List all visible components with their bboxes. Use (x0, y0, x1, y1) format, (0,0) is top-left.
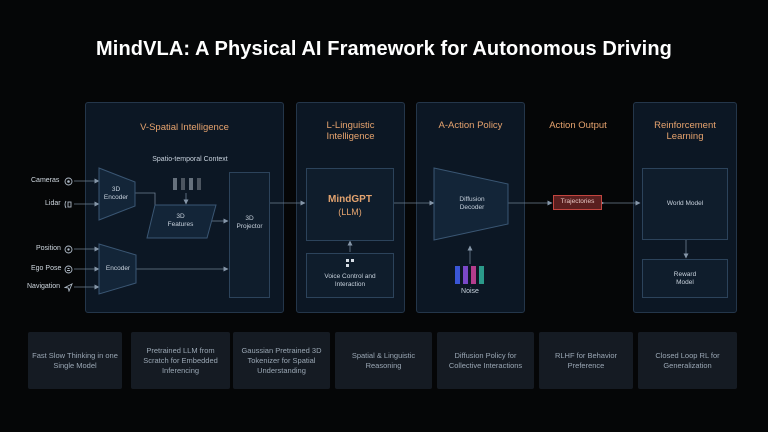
feature-card-2: Pretrained LLM from Scratch for Embedded… (131, 332, 230, 389)
location-pin-icon (64, 245, 73, 254)
noise-bar-1 (455, 266, 460, 284)
noise-label: Noise (461, 288, 479, 295)
input-navigation-label: Navigation (27, 283, 61, 290)
voice-control-icon (346, 259, 354, 267)
3d-features-label: 3D Features (167, 213, 194, 228)
reward-model-label: Reward Model (673, 271, 697, 286)
voice-control-box (306, 253, 394, 298)
feature-card-6: RLHF for Behavior Preference (539, 332, 633, 389)
camera-icon (64, 177, 73, 186)
encoder-shape (98, 243, 137, 295)
page-title: MindVLA: A Physical AI Framework for Aut… (96, 38, 672, 60)
l-linguistic-header: L-Linguistic Intelligence (326, 120, 375, 142)
rl-header: Reinforcement Learning (654, 120, 716, 142)
3d-projector-label: 3D Projector (236, 215, 263, 230)
3d-projector (229, 172, 270, 298)
noise-bar-3 (471, 266, 476, 284)
diffusion-decoder-shape (433, 167, 509, 241)
input-lidar-label: Lidar (45, 200, 61, 207)
noise-bars (455, 266, 485, 284)
trajectories-box (553, 195, 602, 210)
mindgpt-label: MindGPT (328, 194, 372, 205)
feature-card-1: Fast Slow Thinking in one Single Model (28, 332, 122, 389)
3d-encoder-label: 3D Encoder (103, 186, 129, 201)
llm-label: (LLM) (338, 207, 362, 217)
feature-card-4: Spatial & Linguistic Reasoning (335, 332, 432, 389)
reward-model-box (642, 259, 728, 298)
input-cameras-label: Cameras (31, 177, 60, 184)
car-icon (64, 265, 73, 274)
lidar-icon (64, 200, 72, 209)
encoder-label: Encoder (105, 265, 131, 272)
world-model-box (642, 168, 728, 240)
spatio-temporal-context-label: Spatio-temporal Context (152, 156, 228, 163)
feature-card-5: Diffusion Policy for Collective Interact… (437, 332, 534, 389)
spatio-temporal-bars (173, 176, 203, 192)
input-ego-pose-label: Ego Pose (31, 265, 62, 272)
noise-bar-4 (479, 266, 484, 284)
input-position-label: Position (36, 245, 61, 252)
3d-features-shape (146, 204, 217, 239)
action-output-header: Action Output (549, 120, 607, 131)
feature-card-7: Closed Loop RL for Generalization (638, 332, 737, 389)
a-action-header: A-Action Policy (438, 120, 503, 131)
v-spatial-header: V-Spatial Intelligence (140, 122, 229, 133)
navigation-arrow-icon (64, 283, 73, 292)
feature-card-3: Gaussian Pretrained 3D Tokenizer for Spa… (233, 332, 330, 389)
voice-control-label: Voice Control and Interaction (324, 273, 376, 288)
trajectories-label: Trajectories (560, 198, 595, 205)
noise-bar-2 (463, 266, 468, 284)
diffusion-decoder-label: Diffusion Decoder (459, 196, 485, 211)
world-model-label: World Model (666, 200, 704, 207)
mindgpt-box (306, 168, 394, 241)
3d-encoder-shape (98, 167, 136, 221)
